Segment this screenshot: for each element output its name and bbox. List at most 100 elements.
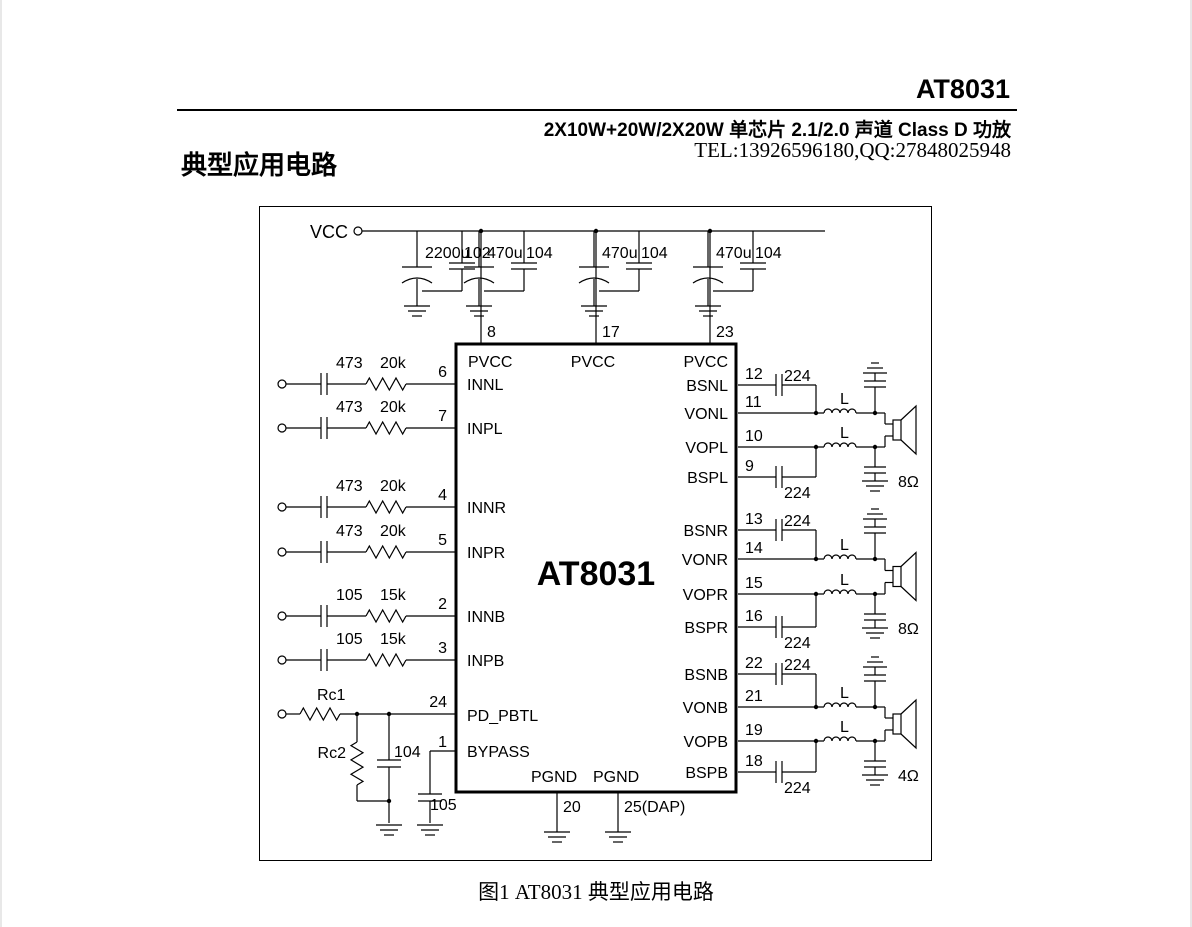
bootstrap-cap-value: 224	[784, 485, 811, 502]
vcc-terminal	[353, 226, 363, 236]
pin-number: 21	[745, 688, 763, 705]
pin-name: INNL	[467, 377, 504, 394]
output-inductor	[823, 442, 857, 448]
speaker-icon	[892, 713, 902, 735]
input-res-value: 15k	[380, 631, 407, 648]
input-terminal	[277, 379, 287, 389]
input-terminal	[277, 547, 287, 557]
pin-name: INNB	[467, 609, 505, 626]
input-resistor	[365, 420, 407, 436]
product-subtitle: 2X10W+20W/2X20W 单芯片 2.1/2.0 声道 Class D 功…	[543, 120, 1011, 141]
junction-dot	[354, 711, 360, 717]
pd-cap-value: 104	[394, 744, 421, 761]
pin-name: PD_PBTL	[467, 708, 538, 725]
load-impedance: 4Ω	[898, 768, 919, 785]
junction-dot	[707, 228, 713, 234]
pin-name: BSPR	[684, 620, 728, 637]
pin-number: 1	[438, 734, 447, 751]
input-resistor	[365, 544, 407, 560]
figure-caption: 图1 AT8031 典型应用电路	[478, 880, 714, 904]
inductor-label: L	[840, 685, 849, 702]
inductor-label: L	[840, 425, 849, 442]
header-rule	[177, 109, 1017, 111]
inductor-label: L	[840, 719, 849, 736]
pin-name: VONL	[684, 406, 728, 423]
input-terminal	[277, 611, 287, 621]
pd-resistor-rc1	[299, 706, 341, 722]
inductor-label: L	[840, 572, 849, 589]
pin-number: 13	[745, 511, 763, 528]
pin-name: BSNL	[686, 378, 728, 395]
pin-name: INPR	[467, 545, 505, 562]
pin-name-pgnd: PGND	[593, 769, 639, 786]
supply-cap-value: 470u	[487, 245, 523, 262]
pin-number: 3	[438, 640, 447, 657]
supply-cap-plate	[578, 277, 610, 284]
pin-name-pvcc: PVCC	[571, 354, 615, 371]
pin-number: 9	[745, 458, 754, 475]
bootstrap-cap-value: 224	[784, 368, 811, 385]
pin-name: BSNB	[684, 667, 728, 684]
pin-number: 6	[438, 364, 447, 381]
pin-number: 5	[438, 532, 447, 549]
supply-cap-plate	[463, 277, 495, 284]
junction-dot	[593, 228, 599, 234]
output-inductor	[823, 589, 857, 595]
junction-dot	[813, 410, 819, 416]
pin-number: 4	[438, 487, 447, 504]
junction-dot	[813, 704, 819, 710]
input-res-value: 20k	[380, 355, 407, 372]
pin-number: 2	[438, 596, 447, 613]
pin-name: INNR	[467, 500, 506, 517]
inductor-label: L	[840, 391, 849, 408]
pin-number: 17	[602, 324, 620, 341]
pin-number: 8	[487, 324, 496, 341]
load-impedance: 8Ω	[898, 621, 919, 638]
supply-cap-value: 104	[641, 245, 668, 262]
output-inductor	[823, 554, 857, 560]
bootstrap-cap-value: 224	[784, 635, 811, 652]
pin-number: 10	[745, 428, 763, 445]
supply-cap-value: 470u	[716, 245, 752, 262]
pin-number: 12	[745, 366, 763, 383]
input-terminal	[277, 655, 287, 665]
supply-cap-value: 102	[464, 245, 491, 262]
input-cap-value: 473	[336, 478, 363, 495]
pin-name: VOPR	[683, 587, 728, 604]
junction-dot	[813, 444, 819, 450]
part-number: AT8031	[915, 74, 1010, 104]
input-res-value: 15k	[380, 587, 407, 604]
input-cap-value: 473	[336, 355, 363, 372]
pin-name: BYPASS	[467, 744, 530, 761]
output-inductor	[823, 408, 857, 414]
junction-dot	[813, 591, 819, 597]
pin-number: 20	[563, 799, 581, 816]
input-cap-value: 105	[336, 631, 363, 648]
pin-name: BSPL	[687, 470, 728, 487]
speaker-icon	[900, 551, 917, 602]
pd-resistor-rc2	[349, 741, 365, 786]
bootstrap-cap-value: 224	[784, 513, 811, 530]
inductor-label: L	[840, 537, 849, 554]
input-cap-value: 473	[336, 523, 363, 540]
pin-number: 16	[745, 608, 763, 625]
supply-cap-value: 470u	[602, 245, 638, 262]
vcc-label: VCC	[310, 222, 348, 242]
pin-name: BSPB	[685, 765, 728, 782]
pin-name: VONR	[682, 552, 728, 569]
chip-name: AT8031	[537, 555, 655, 593]
output-inductor	[823, 736, 857, 742]
supply-cap-value: 104	[526, 245, 553, 262]
bypass-cap-value: 105	[430, 797, 457, 814]
pin-name-pgnd: PGND	[531, 769, 577, 786]
pin-number: 24	[429, 694, 447, 711]
pin-number: 14	[745, 540, 763, 557]
pin-number: 22	[745, 655, 763, 672]
speaker-icon	[892, 565, 902, 588]
pin-number: 23	[716, 324, 734, 341]
load-impedance: 8Ω	[898, 474, 919, 491]
pin-number: 11	[745, 394, 762, 411]
pin-name: VONB	[683, 700, 728, 717]
